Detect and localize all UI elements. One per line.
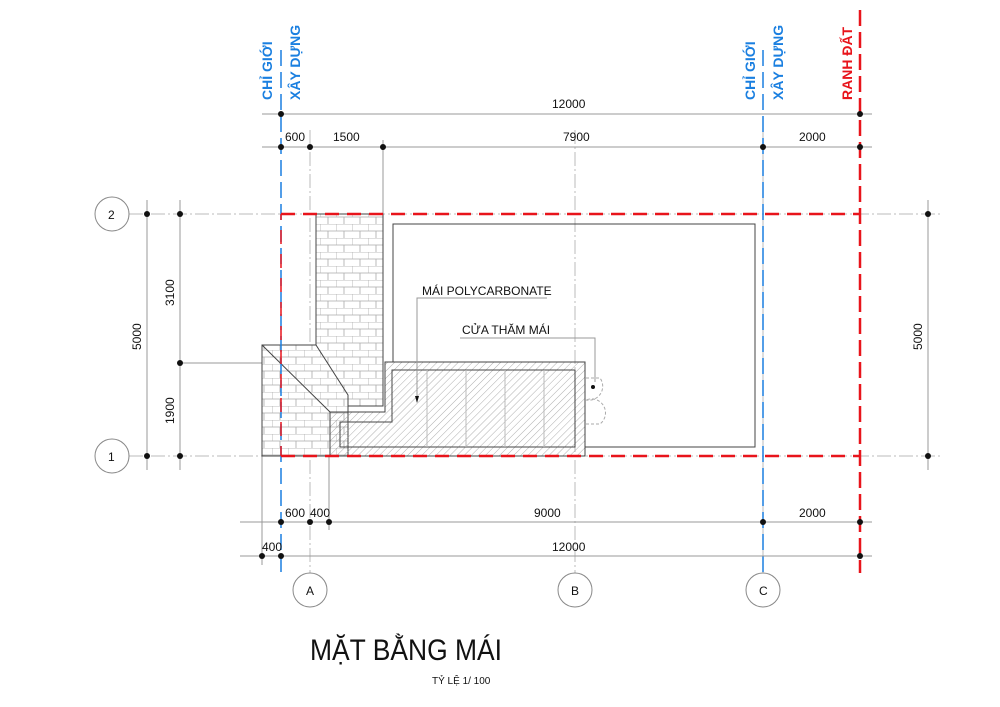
dim-bottom-1: 600 — [285, 506, 305, 520]
dim-left-2: 1900 — [163, 397, 177, 424]
hatch-door-label: CỬA THĂM MÁI — [462, 322, 550, 337]
dim-bottom-total: 12000 — [552, 540, 586, 554]
boundary-label: RANH ĐẤT — [839, 26, 855, 100]
annotations: MÁI POLYCARBONATE CỬA THĂM MÁI — [415, 283, 596, 403]
dim-top-total: 12000 — [552, 97, 586, 111]
dim-bottom-2: 400 — [310, 506, 330, 520]
setback-right-label-2: XÂY DỰNG — [769, 25, 786, 100]
grid-row-1: 1 — [108, 450, 115, 464]
roof-objects — [261, 213, 756, 457]
grid-row-2: 2 — [108, 208, 115, 222]
dim-bottom-left: 400 — [262, 540, 282, 554]
dim-bottom-4: 2000 — [799, 506, 826, 520]
hatch-door — [585, 377, 606, 425]
polycarbonate-label: MÁI POLYCARBONATE — [422, 283, 552, 298]
dim-top-3: 7900 — [563, 130, 590, 144]
dim-top-1: 600 — [285, 130, 305, 144]
dim-left-total: 5000 — [130, 323, 144, 350]
grid-col-c: C — [759, 584, 768, 598]
setback-lines — [280, 10, 862, 573]
setback-left-label-2: XÂY DỰNG — [286, 25, 303, 100]
dim-top-4: 2000 — [799, 130, 826, 144]
dim-bottom-3: 9000 — [534, 506, 561, 520]
dim-right-total: 5000 — [911, 323, 925, 350]
dim-top-2: 1500 — [333, 130, 360, 144]
grid-col-a: A — [306, 584, 314, 598]
grid-bubbles: 2 1 A B C — [94, 196, 781, 608]
dim-left-1: 3100 — [163, 279, 177, 306]
drawing-title: MẶT BẰNG MÁI — [310, 633, 502, 667]
drawing-scale: TỶ LỆ 1/ 100 — [432, 674, 491, 687]
setback-right-label-1: CHỈ GIỚI — [741, 41, 758, 100]
polycarbonate-roof — [329, 361, 586, 457]
dimensions: 12000 600 1500 7900 2000 600 400 9000 20… — [130, 97, 931, 559]
setback-left-label-1: CHỈ GIỚI — [258, 41, 275, 100]
grid-col-b: B — [571, 584, 579, 598]
